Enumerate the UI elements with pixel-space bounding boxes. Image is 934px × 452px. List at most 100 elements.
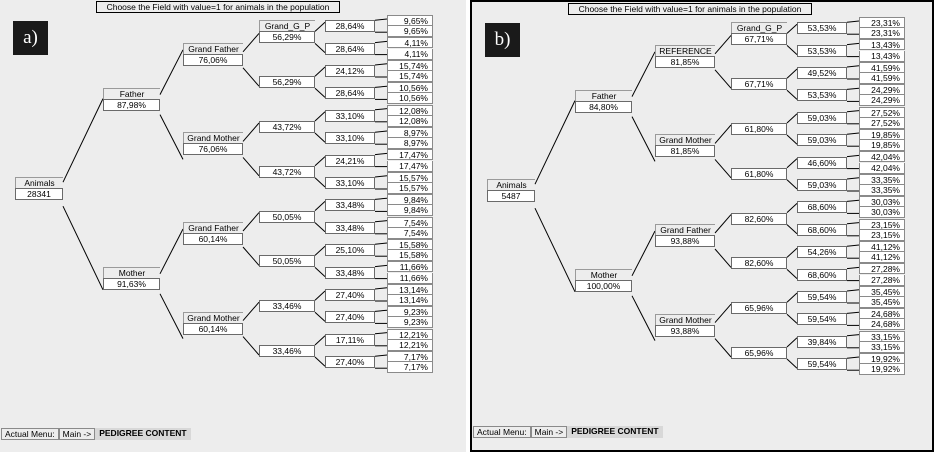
- connector-line: [786, 203, 798, 213]
- ggp-node-label: Grand_G_P: [259, 20, 315, 32]
- ggp-node-value: 56,29%: [259, 76, 315, 89]
- root-node-label: Animals: [15, 177, 63, 189]
- connector-line: [242, 246, 260, 266]
- leaf-cell: 12,08%: [387, 115, 433, 127]
- connector-line: [159, 228, 184, 275]
- connector-line: [846, 42, 860, 46]
- parent-node-label: Mother: [103, 266, 160, 278]
- parent-node-value: 91,63%: [103, 277, 160, 290]
- connector-line: [846, 244, 860, 247]
- ggp-node-value: 65,96%: [731, 302, 787, 315]
- connector-line: [374, 63, 388, 66]
- leaf-cell: 12,08%: [387, 104, 433, 116]
- gggp-node: 27,40%: [325, 289, 375, 301]
- ggp-node-label: Grand_G_P: [731, 22, 787, 34]
- gggp-node: 53,53%: [797, 22, 847, 35]
- gggp-node: 28,64%: [325, 42, 375, 55]
- connector-line: [242, 212, 260, 232]
- connector-line: [242, 336, 260, 356]
- gggp-node-value: 68,60%: [797, 223, 847, 236]
- gggp-node-value: 53,53%: [797, 89, 847, 102]
- connector-line: [314, 335, 326, 346]
- connector-line: [786, 23, 798, 34]
- connector-line: [846, 87, 860, 90]
- connector-line: [374, 354, 388, 357]
- gggp-node: 33,10%: [325, 109, 375, 122]
- ggp-node-value: 56,29%: [259, 31, 315, 44]
- panel-label: b): [485, 23, 520, 57]
- panel-label: a): [13, 21, 48, 55]
- connector-line: [62, 205, 104, 291]
- connector-line: [846, 311, 860, 314]
- gggp-node-value: 53,53%: [797, 22, 847, 35]
- grandparent-node-label: Grand Father: [183, 222, 243, 233]
- connector-line: [374, 175, 388, 178]
- connector-line: [314, 21, 326, 32]
- gggp-node: 68,60%: [797, 201, 847, 214]
- connector-line: [786, 113, 798, 124]
- leaf-cell: 41,59%: [859, 61, 905, 73]
- parent-node-label: Father: [103, 87, 160, 99]
- gggp-node-value: 59,03%: [797, 134, 847, 147]
- leaf-cell: 23,31%: [859, 28, 905, 40]
- connector-line: [314, 87, 326, 98]
- leaf-cell: 33,35%: [859, 185, 905, 196]
- ggp-node-value: 50,05%: [259, 255, 315, 268]
- gggp-node: 24,12%: [325, 65, 375, 77]
- leaf-cell: 30,03%: [859, 207, 905, 219]
- ggp-node: 56,29%: [259, 76, 315, 89]
- ggp-node: 82,60%: [731, 257, 787, 270]
- gggp-node: 68,60%: [797, 268, 847, 281]
- ggp-node-value: 82,60%: [731, 212, 787, 225]
- connector-line: [714, 248, 732, 268]
- instruction-bar: Choose the Field with value=1 for animal…: [568, 3, 812, 15]
- ggp-node: 82,60%: [731, 212, 787, 225]
- connector-line: [374, 332, 388, 335]
- current-menu-label: PEDIGREE CONTENT: [567, 426, 663, 438]
- gggp-node-value: 39,84%: [797, 335, 847, 348]
- leaf-cell: 35,45%: [859, 297, 905, 308]
- connector-line: [374, 197, 388, 200]
- gggp-node-value: 33,10%: [325, 109, 375, 122]
- gggp-node: 33,48%: [325, 266, 375, 279]
- gggp-node-value: 33,48%: [325, 221, 375, 234]
- parent-node-value: 100,00%: [575, 279, 632, 292]
- grandparent-node-value: 93,88%: [655, 324, 715, 337]
- leaf-cell: 41,12%: [859, 241, 905, 252]
- connector-line: [314, 245, 326, 256]
- connector-line: [846, 222, 860, 225]
- leaf-cell: 7,17%: [387, 351, 433, 362]
- connector-line: [846, 132, 860, 135]
- gggp-node-value: 59,03%: [797, 111, 847, 124]
- leaf-cell: 27,28%: [859, 263, 905, 275]
- root-node-value: 5487: [487, 190, 535, 203]
- connector-line: [846, 65, 860, 68]
- ggp-node: 61,80%: [731, 123, 787, 135]
- main-menu-link[interactable]: Main ->: [530, 426, 568, 438]
- main-menu-link[interactable]: Main ->: [58, 428, 96, 440]
- gggp-node: 46,60%: [797, 156, 847, 169]
- connector-line: [786, 158, 798, 169]
- gggp-node: 33,48%: [325, 199, 375, 212]
- gggp-node-value: 27,40%: [325, 289, 375, 301]
- leaf-cell: 17,47%: [387, 160, 433, 172]
- panel-divider: [466, 0, 471, 452]
- ggp-node: 33,46%: [259, 300, 315, 313]
- leaf-cell: 19,92%: [859, 364, 905, 376]
- connector-line: [631, 51, 656, 97]
- leaf-cell: 9,84%: [387, 194, 433, 206]
- gggp-node-value: 27,40%: [325, 311, 375, 324]
- gggp-node: 59,54%: [797, 313, 847, 326]
- leaf-cell: 19,92%: [859, 353, 905, 364]
- connector-line: [159, 293, 184, 339]
- connector-line: [314, 43, 326, 53]
- parent-node-label: Mother: [575, 268, 632, 280]
- leaf-cell: 15,74%: [387, 71, 433, 82]
- connector-line: [374, 85, 388, 88]
- grandparent-node-value: 60,14%: [183, 233, 243, 245]
- grandparent-node-value: 76,06%: [183, 143, 243, 156]
